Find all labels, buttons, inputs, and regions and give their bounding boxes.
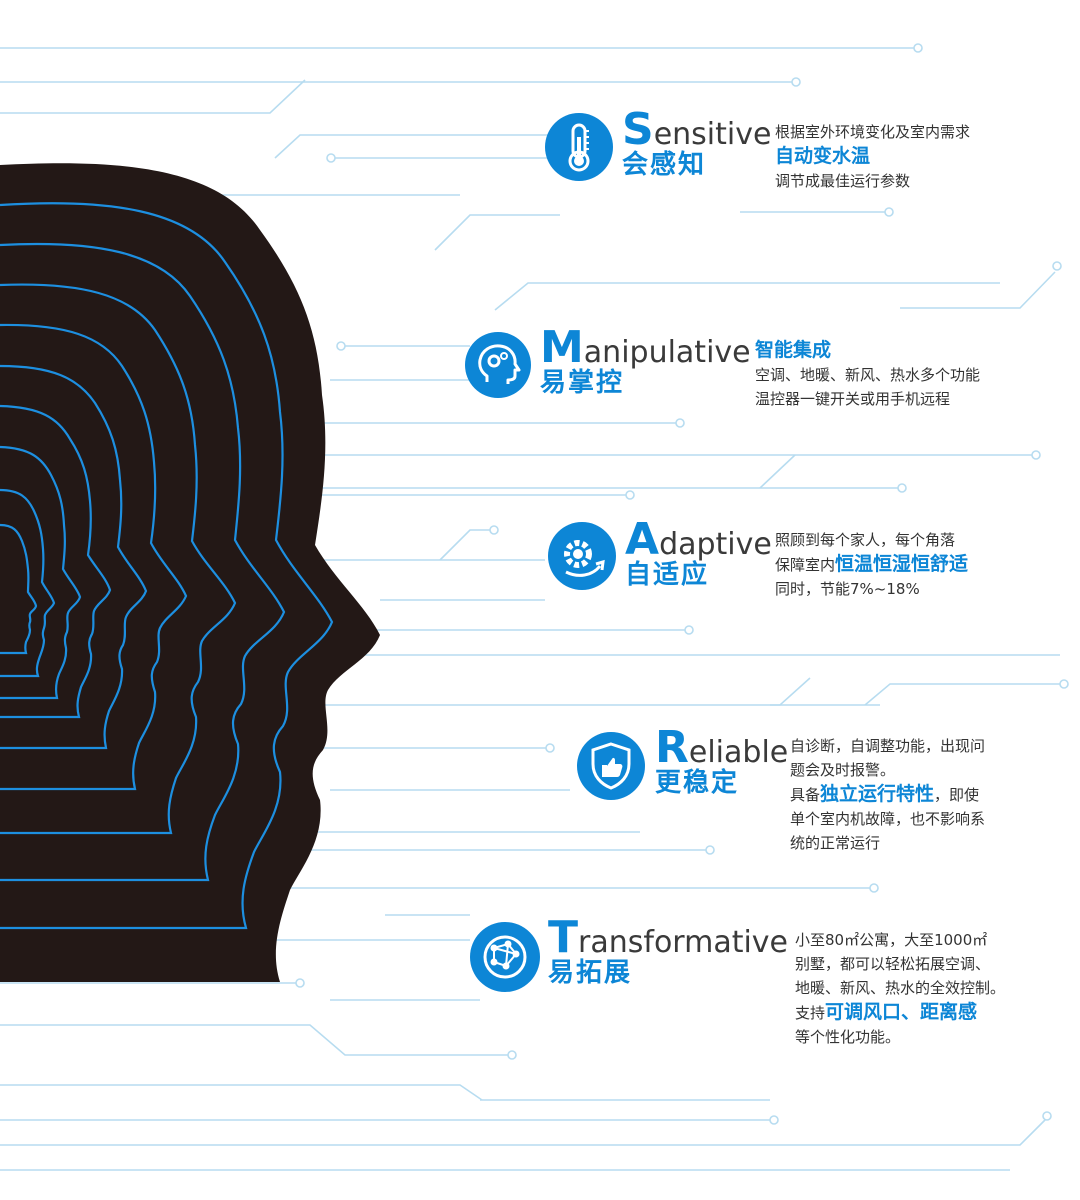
feature-title-cn: 更稳定	[655, 768, 740, 798]
network-globe-icon	[470, 922, 540, 992]
description-text: 具备	[790, 786, 821, 804]
feature-title-en: Sensitive	[622, 104, 772, 155]
description-line: 同时，节能7%~18%	[775, 577, 968, 601]
highlight-text: 可调风口、距离感	[825, 1001, 978, 1023]
feature-title-cn: 易拓展	[548, 958, 633, 988]
highlight-text: 独立运行特性	[820, 783, 935, 805]
description-text: ，即使	[934, 786, 980, 804]
description-line: 等个性化功能。	[795, 1025, 1005, 1049]
description-line: 具备独立运行特性，即使	[790, 782, 985, 807]
feature-title-en: Transformative	[548, 912, 789, 963]
description-line: 单个室内机故障，也不影响系	[790, 807, 985, 831]
description-text: 别墅，都可以轻松拓展空调、	[795, 955, 991, 973]
description-text: 单个室内机故障，也不影响系	[790, 810, 986, 828]
feature-title-en: Adaptive	[625, 514, 772, 565]
description-line: 温控器一键开关或用手机远程	[755, 387, 980, 411]
highlight-text: 恒温恒湿恒舒适	[835, 553, 969, 575]
description-line: 空调、地暖、新风、热水多个功能	[755, 363, 980, 387]
description-line: 题会及时报警。	[790, 758, 985, 782]
description-line: 自诊断，自调整功能，出现问	[790, 734, 985, 758]
description-line: 保障室内恒温恒湿恒舒适	[775, 552, 968, 577]
description-text: 调节成最佳运行参数	[775, 172, 911, 190]
feature-title-cn: 会感知	[622, 150, 707, 180]
description-line: 根据室外环境变化及室内需求	[775, 120, 970, 144]
feature-title-cn: 自适应	[625, 560, 710, 590]
feature-description: 自诊断，自调整功能，出现问题会及时报警。具备独立运行特性，即使单个室内机故障，也…	[790, 734, 985, 855]
shield-thumb-icon	[577, 732, 645, 800]
highlight-text: 智能集成	[755, 339, 832, 361]
description-text: 照顾到每个家人，每个角落	[775, 531, 956, 549]
head-gears-icon	[465, 332, 531, 398]
description-text: 统的正常运行	[790, 834, 881, 852]
description-text: 小至80㎡公寓，大至1000㎡	[795, 931, 988, 949]
feature-description: 根据室外环境变化及室内需求自动变水温调节成最佳运行参数	[775, 120, 970, 193]
description-text: 自诊断，自调整功能，出现问	[790, 737, 986, 755]
description-line: 支持可调风口、距离感	[795, 1000, 1005, 1025]
thermometer-icon	[545, 113, 613, 181]
feature-description: 照顾到每个家人，每个角落保障室内恒温恒湿恒舒适同时，节能7%~18%	[775, 528, 968, 601]
description-text: 地暖、新风、热水的全效控制。	[795, 979, 1006, 997]
gear-arrow-icon	[548, 522, 616, 590]
description-line: 小至80㎡公寓，大至1000㎡	[795, 928, 1005, 952]
description-line: 地暖、新风、热水的全效控制。	[795, 976, 1005, 1000]
highlight-text: 自动变水温	[775, 145, 871, 167]
description-text: 题会及时报警。	[790, 761, 896, 779]
description-text: 保障室内	[775, 556, 836, 574]
description-text: 空调、地暖、新风、热水多个功能	[755, 366, 981, 384]
feature-title-en: Manipulative	[540, 322, 751, 373]
description-text: 温控器一键开关或用手机远程	[755, 390, 951, 408]
feature-title-en: Reliable	[655, 722, 789, 773]
description-line: 照顾到每个家人，每个角落	[775, 528, 968, 552]
description-line: 统的正常运行	[790, 831, 985, 855]
description-line: 自动变水温	[775, 144, 970, 169]
description-text: 根据室外环境变化及室内需求	[775, 123, 971, 141]
feature-title-cn: 易掌控	[540, 368, 625, 398]
description-line: 别墅，都可以轻松拓展空调、	[795, 952, 1005, 976]
feature-description: 智能集成空调、地暖、新风、热水多个功能温控器一键开关或用手机远程	[755, 338, 980, 411]
description-text: 等个性化功能。	[795, 1028, 901, 1046]
description-line: 调节成最佳运行参数	[775, 169, 970, 193]
description-text: 同时，节能7%~18%	[775, 580, 920, 598]
description-line: 智能集成	[755, 338, 980, 363]
description-text: 支持	[795, 1004, 826, 1022]
